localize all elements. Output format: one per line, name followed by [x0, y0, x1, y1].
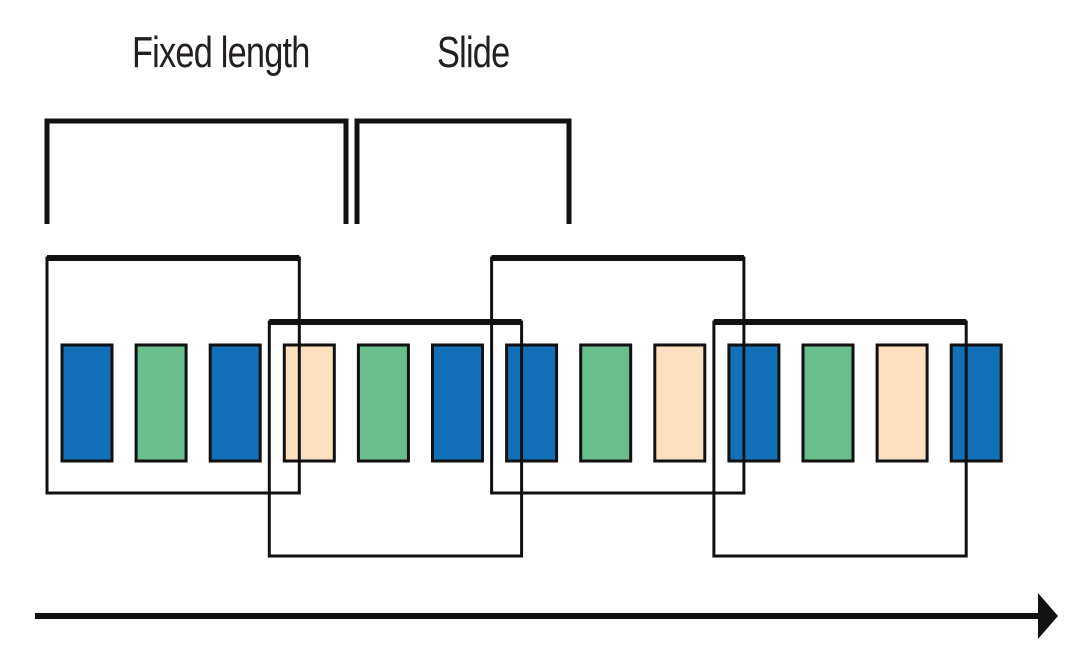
slide-bracket [354, 118, 572, 224]
event-box-peach [875, 343, 929, 463]
event-box-blue [727, 343, 781, 463]
arrow-head-icon [1038, 593, 1058, 639]
event-box-blue [431, 343, 484, 463]
fixed-length-bracket [44, 118, 349, 224]
event-box-green [579, 343, 633, 463]
event-box-green [356, 343, 410, 463]
event-box-blue [949, 343, 1003, 463]
event-box-peach [282, 343, 336, 463]
event-box-green [134, 343, 188, 463]
event-box-blue [505, 343, 559, 463]
event-box-blue [60, 343, 114, 463]
brackets [44, 118, 572, 224]
slide-label: Slide [437, 28, 510, 77]
time-arrow [35, 593, 1058, 639]
event-box-blue [208, 343, 262, 463]
windows [45, 255, 968, 558]
fixed-length-label: Fixed length [132, 28, 310, 77]
event-box-peach [653, 343, 707, 463]
events [60, 343, 1003, 463]
event-box-green [801, 343, 855, 463]
